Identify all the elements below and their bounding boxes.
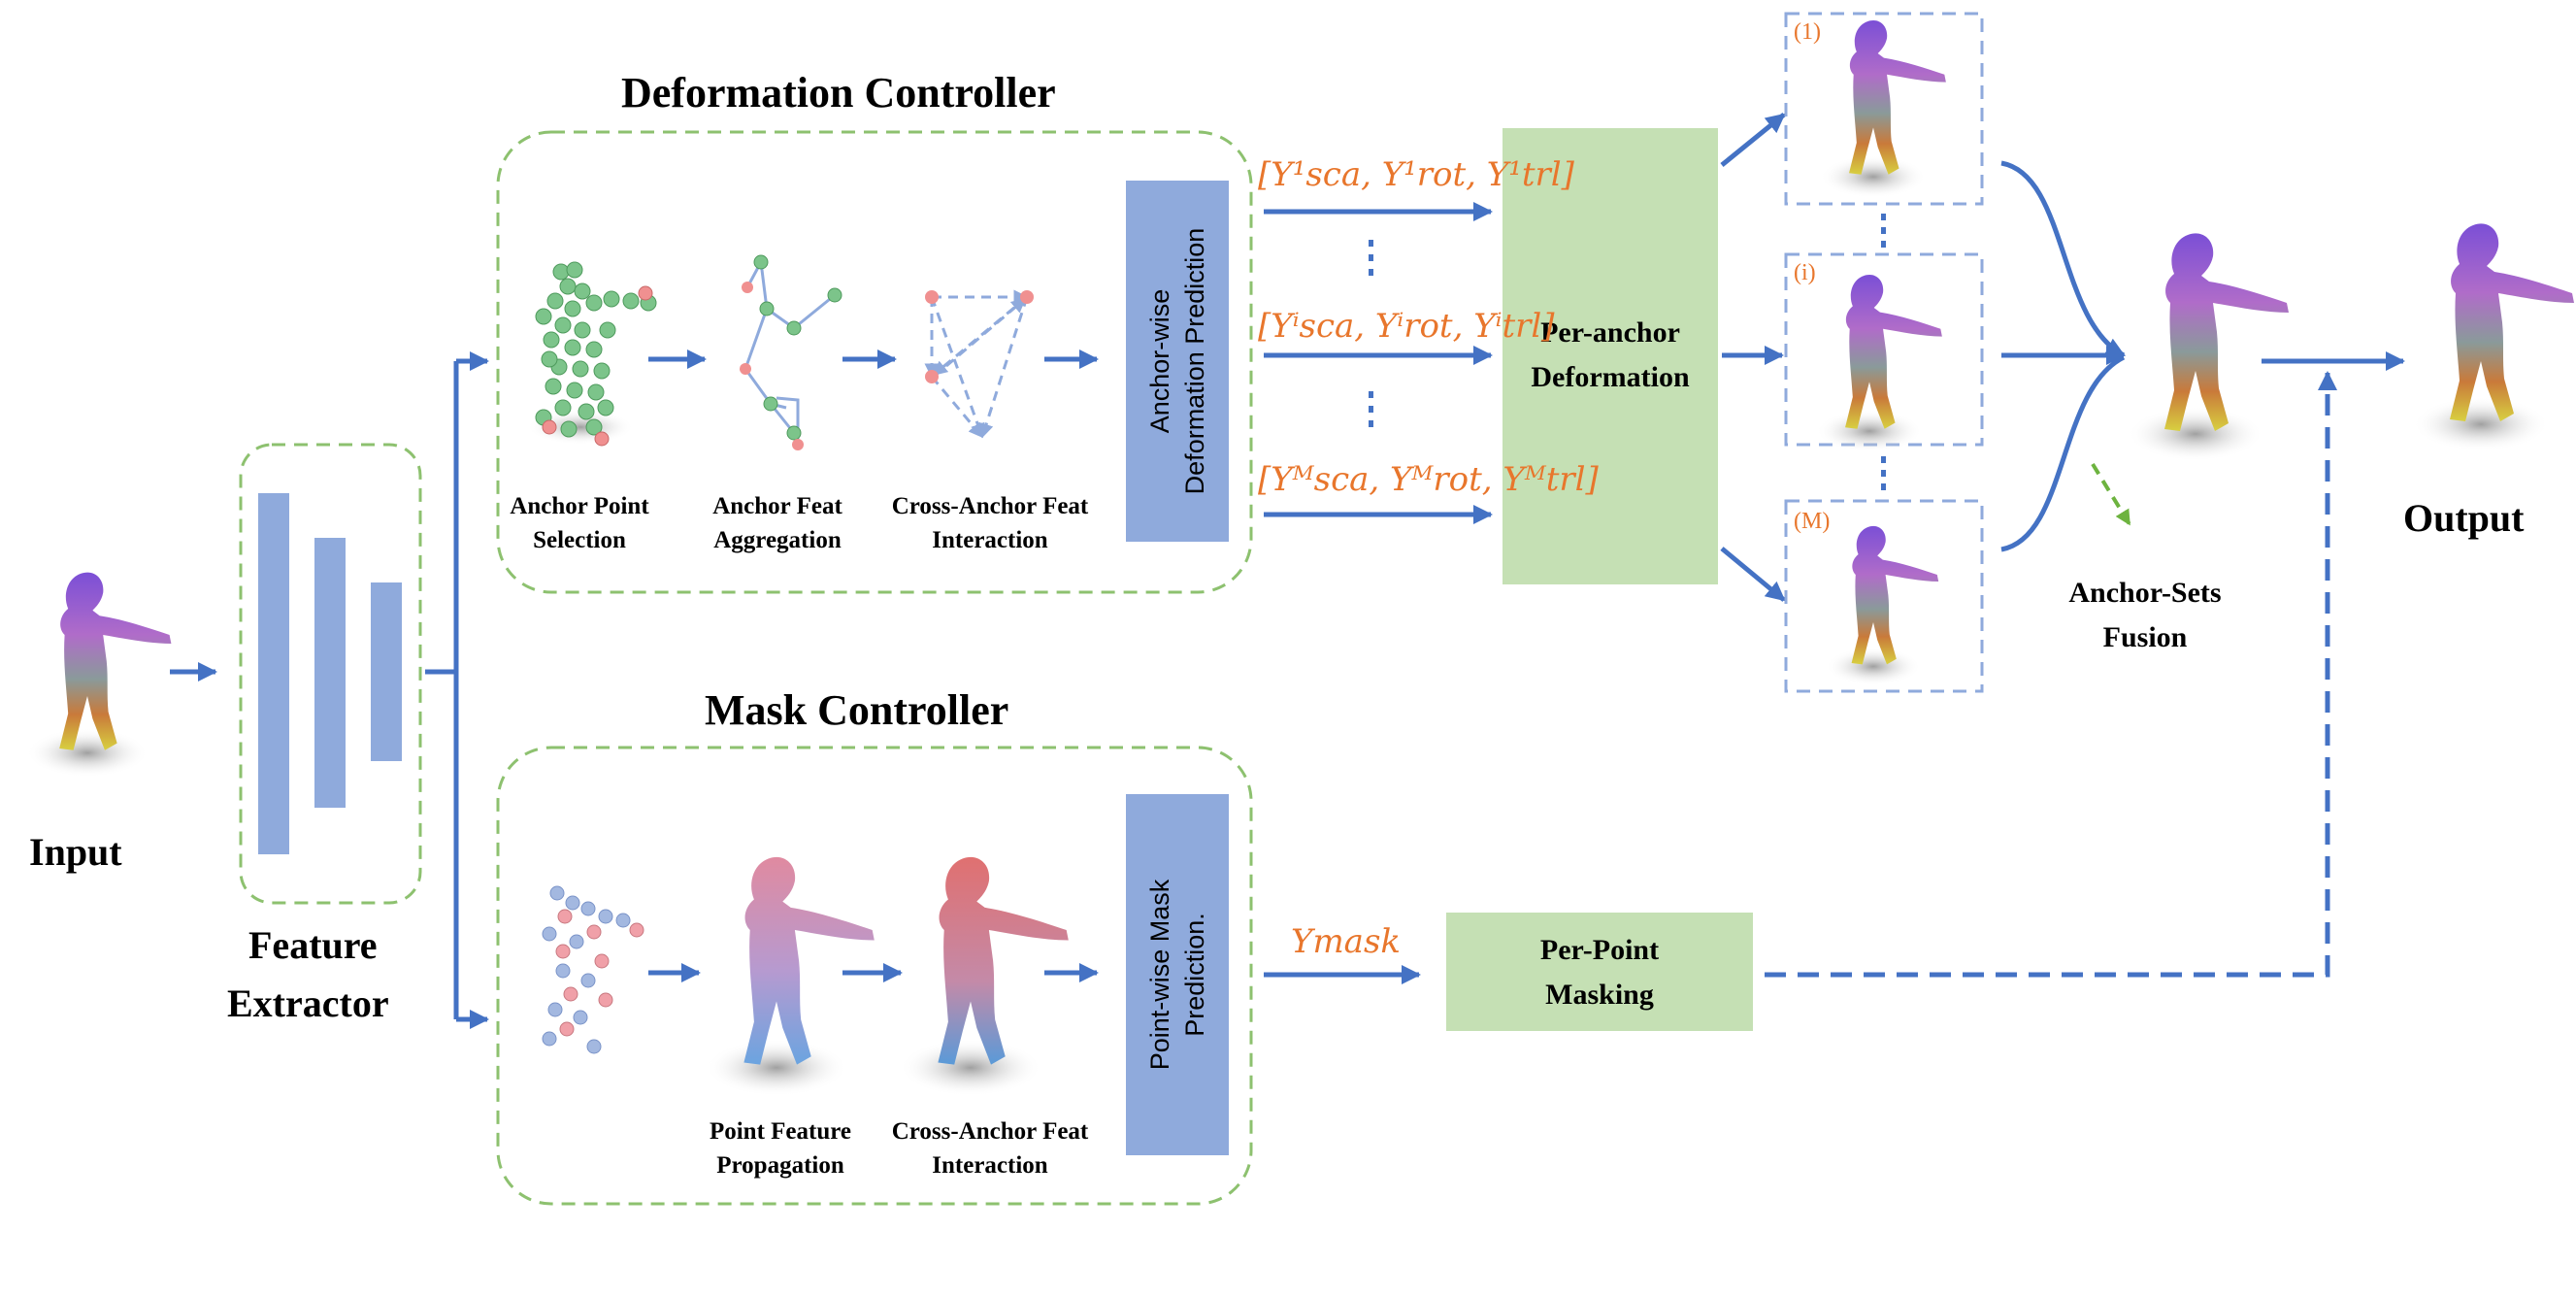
deformation-controller-title: Deformation Controller	[621, 69, 1056, 116]
per-point-masking-box	[1446, 913, 1753, 1031]
cross-anchor-graph	[924, 289, 1029, 439]
encoder-bar-1	[258, 493, 289, 854]
encoder-bar-3	[371, 582, 402, 761]
feature-extractor-label-2: Extractor	[227, 981, 389, 1025]
anchor-index-M: (M)	[1794, 509, 1831, 534]
param-last: [Υᴹsca, Υᴹrot, Υᴹtrl]	[1258, 460, 1599, 499]
param-ith: [Υⁱsca, Υⁱrot, Υⁱtrl]	[1258, 307, 1555, 346]
anchor-point-cloud	[527, 261, 657, 447]
param-first: [Υ¹sca, Υ¹rot, Υ¹trl]	[1258, 155, 1574, 194]
mask-controller-title: Mask Controller	[705, 686, 1009, 734]
anchor-index-i: (i)	[1794, 260, 1816, 285]
mask-controller-box	[496, 746, 1253, 1206]
anchor-set-box-1	[1784, 12, 1984, 206]
anchor-set-box-M	[1784, 499, 1984, 693]
branch-line	[425, 361, 459, 1019]
anchor-index-1: (1)	[1794, 19, 1821, 45]
input-label: Input	[29, 830, 122, 874]
output-label: Output	[2403, 496, 2525, 540]
deformation-controller-box	[496, 130, 1253, 594]
mask-dashed-path	[1765, 371, 2337, 978]
fusion-curve-bottom	[2000, 354, 2126, 552]
feature-extractor-box	[239, 443, 422, 905]
param-mask: Υmask	[1291, 922, 1402, 961]
anchor-prediction-box	[1126, 181, 1229, 542]
feature-extractor-label-1: Feature	[248, 923, 378, 967]
fusion-curve-top	[2000, 160, 2126, 358]
per-anchor-deformation-box	[1503, 128, 1718, 584]
mask-point-cloud	[542, 885, 644, 1054]
mask-prediction-box	[1126, 794, 1229, 1155]
encoder-bar-2	[314, 538, 346, 808]
anchor-aggregation-graph	[743, 257, 836, 445]
anchor-set-box-i	[1784, 252, 1984, 447]
